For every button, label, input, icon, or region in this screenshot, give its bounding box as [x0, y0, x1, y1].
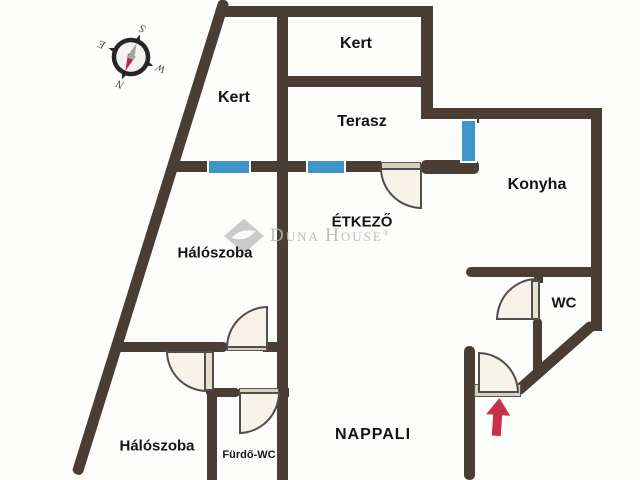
door-arc-haloszoba-lower: [166, 351, 207, 392]
wall-hall-bottom-a: [206, 388, 240, 397]
wall-kert-right: [421, 6, 433, 119]
compass-label-s: S: [137, 21, 147, 34]
wall-window-row-d: [421, 160, 479, 174]
wall-konyha-top-corner: [461, 112, 479, 123]
room-label-furdo-wc: Fürdő-WC: [222, 449, 276, 461]
wall-spine-vertical: [277, 6, 288, 480]
wall-outer-diagonal: [512, 319, 598, 397]
wall-entry-left: [464, 346, 475, 480]
wall-wc-hinge-stub: [534, 272, 543, 283]
compass-label-n: N: [114, 77, 127, 91]
wall-konyha-top: [421, 108, 602, 119]
door-arc-haloszoba-upper: [226, 306, 268, 348]
wall-hall-top-nub: [263, 342, 279, 352]
compass-needle-south: [126, 43, 137, 61]
door-leaf-wc: [531, 280, 540, 320]
compass-icon: N S E W: [96, 21, 168, 91]
door-arc-terasz: [380, 168, 422, 209]
room-label-etkezo: ÉTKEZŐ: [331, 213, 393, 231]
watermark-diamond-logo: [223, 218, 265, 254]
watermark-brand-text: DUNA HOUSE®: [270, 225, 389, 246]
wall-window-row-b: [249, 161, 308, 172]
wall-top: [219, 6, 433, 17]
window-etkezo-terasz: [308, 161, 344, 173]
compass-label-w: W: [154, 60, 168, 75]
room-label-kert-left: Kert: [217, 89, 251, 106]
room-label-konyha: Konyha: [507, 176, 567, 193]
window-haloszoba-kert: [209, 161, 249, 173]
door-arc-furdo: [239, 392, 280, 434]
wall-kert-bottom: [277, 76, 429, 87]
wall-furdo-left: [207, 388, 217, 480]
entrance-arrow-icon: [484, 397, 515, 439]
room-label-haloszoba-upper: Hálószoba: [177, 244, 253, 262]
door-arc-entrance: [478, 352, 519, 393]
wall-outer-right: [591, 108, 602, 331]
door-leaf-haloszoba-lower: [204, 351, 214, 391]
watermark: DUNA HOUSE®: [222, 216, 389, 256]
room-label-kert-top: Kert: [339, 35, 373, 52]
wall-wc-left: [533, 318, 542, 375]
window-konyha-vertical: [462, 121, 475, 161]
room-label-terasz: Terasz: [337, 113, 387, 130]
wall-hall-top: [114, 342, 228, 352]
wall-window-row-c: [344, 161, 381, 172]
wall-window-row-a: [171, 161, 209, 172]
wall-hall-bottom-b: [275, 388, 289, 397]
compass-label-e: E: [96, 37, 108, 51]
room-label-wc: WC: [551, 294, 577, 312]
room-label-haloszoba-lower: Hálószoba: [119, 437, 195, 455]
entrance-arrow-stem: [491, 412, 503, 437]
room-label-nappali: NAPPALI: [334, 426, 412, 443]
